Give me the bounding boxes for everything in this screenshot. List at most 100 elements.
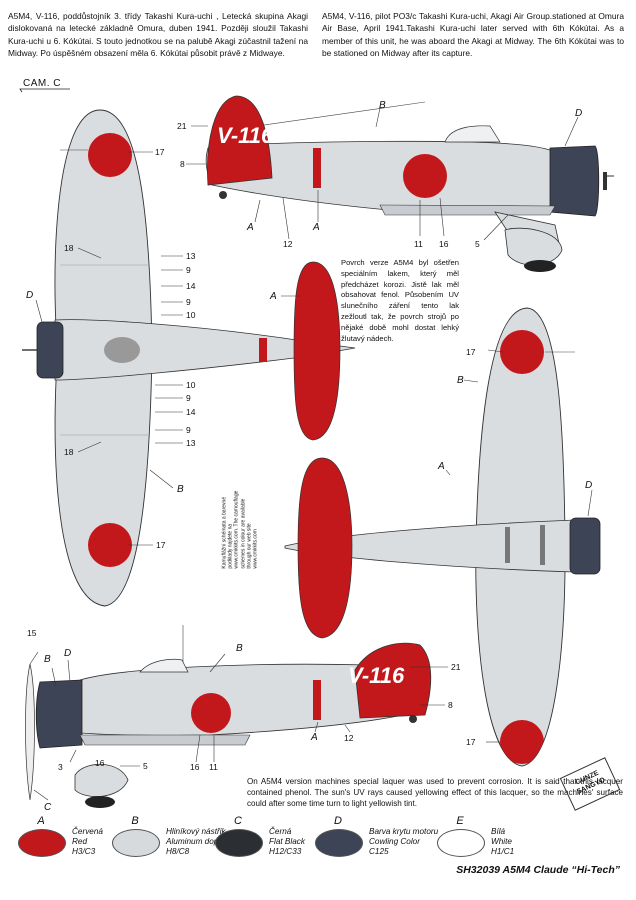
wheel-spat-top-side: [504, 227, 563, 266]
legend-letter: E: [456, 815, 464, 827]
code-top-side: V-116: [217, 123, 274, 148]
callout-9-d: 9: [186, 425, 191, 435]
callout-5-top: 5: [475, 239, 480, 249]
top-view: [22, 109, 356, 607]
callout-B-bottomview: B: [457, 375, 464, 386]
tail-fin-bottom-side: [354, 642, 432, 719]
callout-11-top: 11: [414, 239, 423, 249]
note-en: On A5M4 version machines special laquer …: [247, 777, 623, 808]
header-text-cz: A5M4, V-116, poddůstojník 3. třídy Takas…: [8, 11, 308, 58]
callout-13-b: 13: [186, 438, 196, 448]
callout-18-b: 18: [64, 447, 74, 457]
footer-title: SH32039 A5M4 Claude “Hi-Tech”: [456, 864, 620, 876]
callout-14-a: 14: [186, 281, 196, 291]
hinomaru-bottom-wing-upper: [500, 330, 544, 374]
legend-swatch-aluminum: [112, 829, 160, 857]
legend-letter: B: [131, 815, 139, 827]
callout-B-prop: B: [44, 654, 51, 665]
callout-8-bottom: 8: [448, 700, 453, 710]
side-view-top: V-116: [205, 95, 614, 272]
callout-B-bottom-side: B: [236, 643, 243, 654]
callout-9-a: 9: [186, 265, 191, 275]
canopy-top-side: [444, 125, 501, 143]
propeller-bottom-side: [25, 663, 35, 801]
hinomaru-top-wing-lower: [88, 523, 132, 567]
fuselage-band-top-view: [259, 338, 267, 362]
callout-D-topview: D: [26, 290, 33, 301]
wheel-bottom-side: [85, 796, 115, 808]
callout-C-prop: C: [44, 802, 52, 813]
hinomaru-top-side: [403, 154, 447, 198]
callout-21-bottom: 21: [451, 662, 461, 672]
wheel-top-side: [524, 260, 556, 272]
hinomaru-bottom-side: [191, 693, 231, 733]
legend-swatch-white: [437, 829, 485, 857]
callout-D-top: D: [575, 108, 582, 119]
cam-label: CAM. C: [23, 78, 61, 89]
hinomaru-bottom-wing-lower: [500, 720, 544, 764]
wing-top-side: [379, 204, 556, 216]
callout-21-top: 21: [177, 121, 187, 131]
tailplane-top-view: [293, 261, 341, 441]
cowling-top-side: [549, 145, 600, 217]
callout-17-d: 17: [466, 737, 476, 747]
callout-12-top: 12: [283, 239, 293, 249]
callout-A-top-1: A: [246, 222, 254, 233]
legend-letter: D: [334, 815, 342, 827]
callout-D-bottom-side: D: [64, 648, 71, 659]
callout-17-top: 17: [155, 147, 165, 157]
callout-14-b: 14: [186, 407, 196, 417]
callout-16-bottom-side-b: 16: [190, 762, 200, 772]
callout-B-topview: B: [177, 484, 184, 495]
cowling-top-view: [36, 321, 64, 379]
legend-swatch-black: [215, 829, 263, 857]
legend-swatch-red: [18, 829, 66, 857]
callout-11-bottom-side: 11: [209, 762, 218, 772]
canopy-bottom-side: [139, 658, 189, 673]
wing-bottom-side: [79, 734, 251, 746]
vertical-text: Kamuflážní schémata a barevné podklady n…: [221, 490, 259, 569]
legend-swatch-cowling: [315, 829, 363, 857]
callout-8-top: 8: [180, 159, 185, 169]
callout-10-b: 10: [186, 380, 196, 390]
callout-A-tailplane: A: [269, 291, 277, 302]
fuselage-band-bottom-side: [313, 680, 321, 720]
callout-17-b: 17: [156, 540, 166, 550]
callout-B-top: B: [379, 100, 386, 111]
callout-3: 3: [58, 762, 63, 772]
callout-9-b: 9: [186, 297, 191, 307]
callout-5-bottom: 5: [143, 761, 148, 771]
callout-16-bottom-side-a: 16: [95, 758, 105, 768]
callout-A-top-2: A: [312, 222, 320, 233]
code-bottom-side: V-116: [348, 663, 405, 688]
callout-13-a: 13: [186, 251, 196, 261]
callout-17-c: 17: [466, 347, 476, 357]
callout-18-a: 18: [64, 243, 74, 253]
cowling-bottom-side: [35, 679, 83, 749]
side-view-bottom: V-116: [25, 625, 432, 808]
legend-letter: A: [37, 815, 45, 827]
callout-D-bottomview: D: [585, 480, 592, 491]
callout-12-bottom-side: 12: [344, 733, 354, 743]
propeller-top-side: [603, 172, 607, 190]
bottom-view: [284, 307, 601, 767]
callout-A-bottomview: A: [437, 461, 445, 472]
wheel-spat-bottom-side: [74, 763, 129, 797]
hinomaru-top-wing-upper: [88, 133, 132, 177]
callout-16-top: 16: [439, 239, 449, 249]
cowling-bottom-view: [569, 517, 601, 575]
fuselage-band-top-side: [313, 148, 321, 188]
tail-fin-top-side: [207, 95, 273, 186]
tailplane-bottom-view: [297, 457, 353, 639]
callout-15: 15: [27, 628, 37, 638]
